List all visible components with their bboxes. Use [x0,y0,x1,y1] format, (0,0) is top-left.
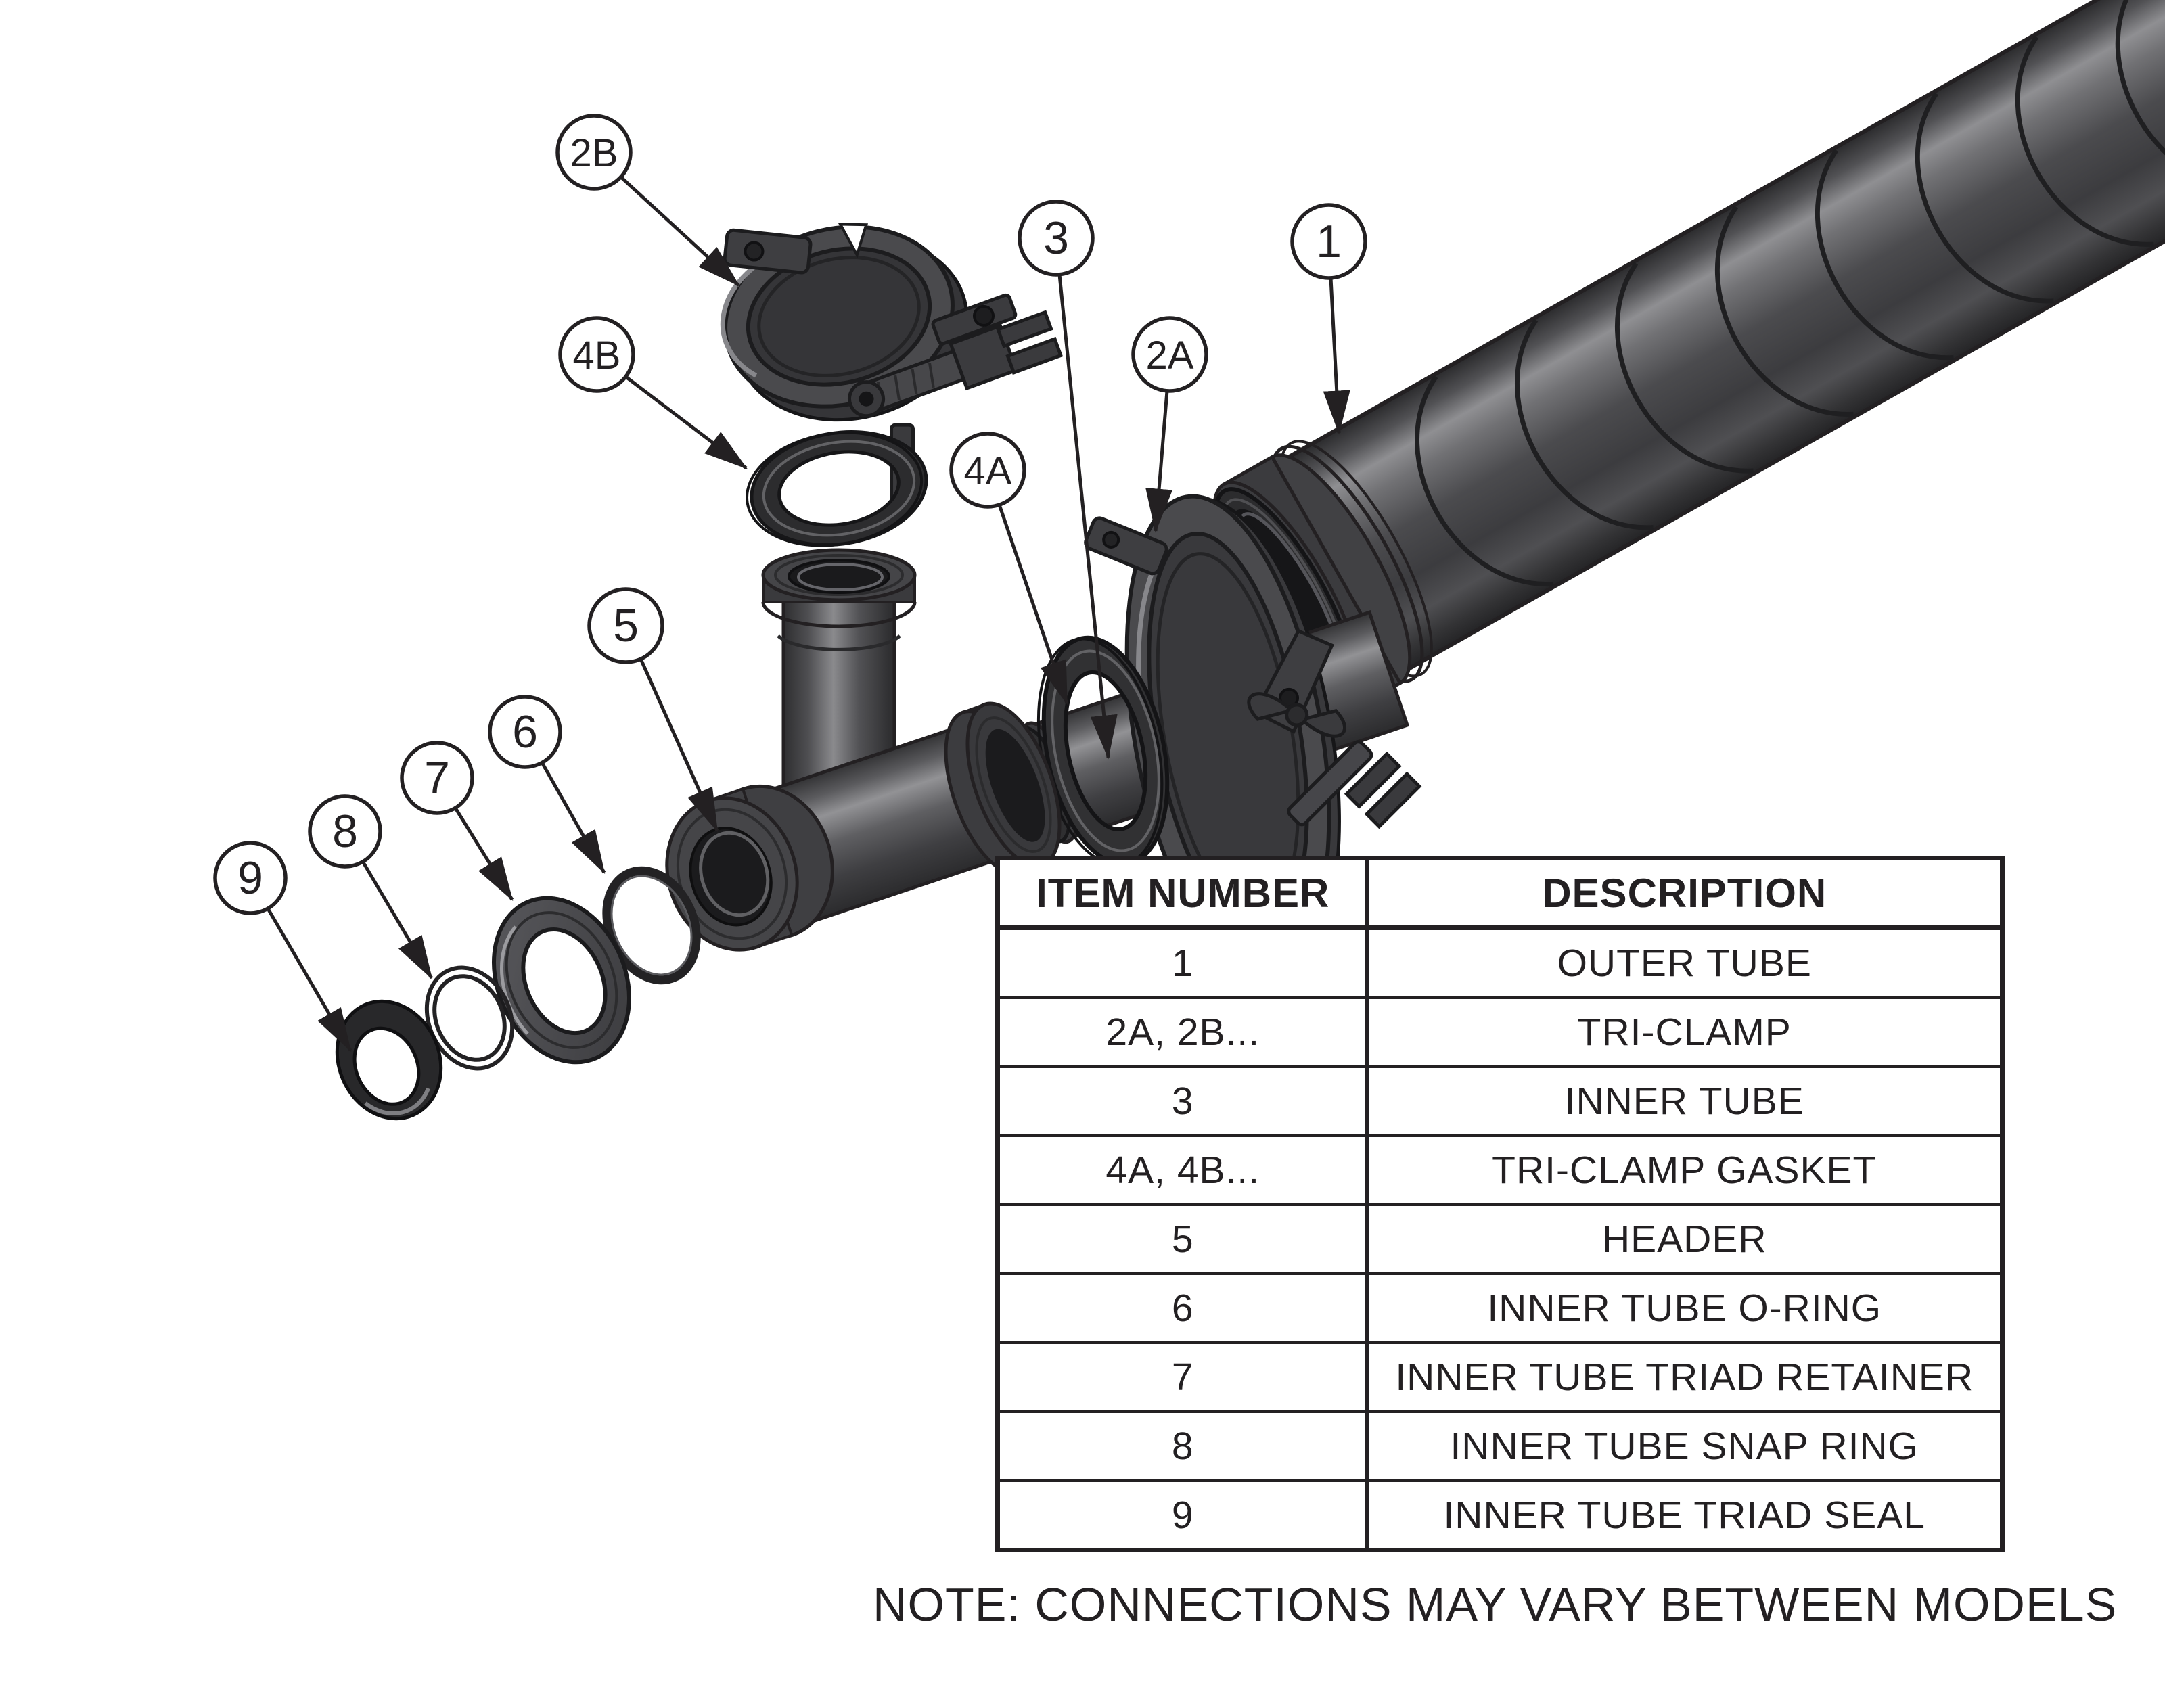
table-cell: 9 [995,1479,1369,1552]
balloon-5: 5 [587,587,664,664]
balloon-7: 7 [400,741,474,815]
table-row: 2A, 2B...TRI-CLAMP [995,996,2004,1068]
table-cell: 5 [995,1203,1369,1275]
balloon-1: 1 [1290,203,1367,280]
outer-tube-spiral-wrap-lines [1415,0,2165,586]
table-cell: TRI-CLAMP GASKET [1365,1134,2004,1206]
leader-line-2a [1145,390,1173,533]
table-cell: 3 [995,1065,1369,1137]
balloon-2a: 2A [1131,316,1208,393]
table-cell: OUTER TUBE [1365,926,2004,999]
balloon-3: 3 [1018,200,1095,277]
tri-clamp-gasket-4b [746,430,928,547]
table-cell: 7 [995,1341,1369,1413]
table-cell: 1 [995,926,1369,999]
svg-text:2A: 2A [1146,333,1194,377]
header-branch [761,548,917,787]
table-cell: 4A, 4B... [995,1134,1369,1206]
column-header-description: DESCRIPTION [1365,856,2004,930]
tri-clamp-2b-latch [848,293,1064,503]
balloon-4b: 4B [558,316,635,393]
svg-text:3: 3 [1043,212,1069,264]
leader-lines [267,176,1350,1053]
inner-tube-triad-seal [335,999,443,1121]
svg-text:7: 7 [424,752,450,804]
leader-line-5 [639,657,719,833]
note-text: NOTE: CONNECTIONS MAY VARY BETWEEN MODEL… [873,1578,2118,1631]
table-header-row: ITEM NUMBER DESCRIPTION [995,856,2004,930]
balloon-9: 9 [213,841,288,915]
table-cell: INNER TUBE O-RING [1365,1272,2004,1344]
table-cell: INNER TUBE [1365,1065,2004,1137]
tri-clamp-2a-hinge [1084,516,1168,576]
tri-clamp-2b-gap [838,223,869,258]
column-header-item-number: ITEM NUMBER [995,856,1369,930]
svg-text:8: 8 [332,806,358,857]
balloon-4a: 4A [949,432,1026,509]
leader-line-6 [541,762,606,875]
header-right-ferrule [944,701,1062,876]
svg-text:5: 5 [613,600,639,651]
inner-tube-triad-retainer [491,896,632,1065]
leader-line-8 [361,861,434,980]
table-cell: 2A, 2B... [995,996,1369,1068]
svg-text:6: 6 [512,706,538,758]
balloon-2b: 2B [555,114,633,191]
tri-clamp-2b-hinge [723,228,813,275]
table-cell: HEADER [1365,1203,2004,1275]
table-cell: INNER TUBE TRIAD RETAINER [1365,1341,2004,1413]
leader-line-9 [267,908,352,1053]
table-cell: INNER TUBE TRIAD SEAL [1365,1479,2004,1552]
balloon-6: 6 [488,695,562,769]
table-cell: INNER TUBE SNAP RING [1365,1410,2004,1482]
tri-clamp-2b [720,223,1064,503]
svg-text:4A: 4A [964,449,1012,493]
balloon-8: 8 [308,794,382,869]
leader-line-4a [997,504,1069,706]
svg-text:1: 1 [1316,216,1342,267]
table-row: 4A, 4B...TRI-CLAMP GASKET [995,1134,2004,1206]
table-cell: 8 [995,1410,1369,1482]
balloons: 1 2A 2B 3 4A 4B 5 6 [213,114,1367,915]
table-cell: TRI-CLAMP [1365,996,2004,1068]
leader-line-7 [454,808,514,902]
svg-text:2B: 2B [570,131,618,175]
leader-line-3 [1057,274,1118,760]
svg-text:4B: 4B [573,333,621,377]
svg-text:9: 9 [237,852,263,904]
leader-line-2b [620,176,740,287]
table-cell: 6 [995,1272,1369,1344]
tri-clamp-2a-latch [1247,628,1422,953]
leader-line-1 [1323,277,1350,435]
leader-line-4b [624,375,748,469]
